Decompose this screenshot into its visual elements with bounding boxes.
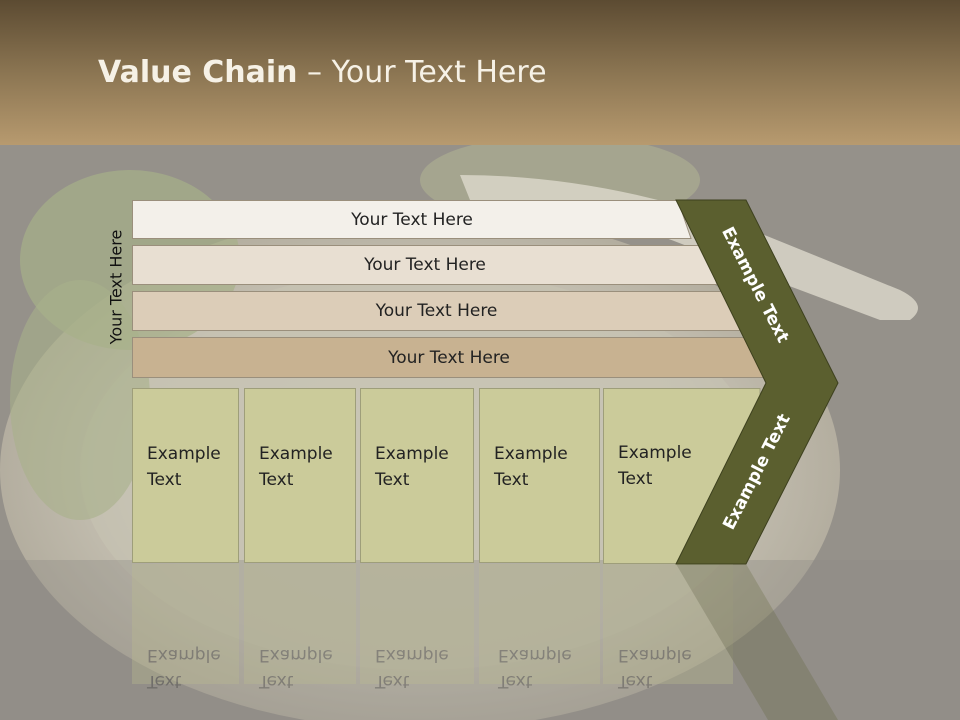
cell-line2: Text (259, 470, 294, 490)
support-bar-3: Your Text Here (132, 291, 741, 331)
cell-line2: Text (375, 470, 410, 490)
cell-line2: Text (259, 671, 294, 691)
bar-shape (132, 245, 718, 285)
cell-line1: Example (147, 645, 221, 665)
bar-label: Your Text Here (388, 347, 510, 368)
cell-line2: Text (618, 469, 653, 489)
activity-cell-5: Example Text (618, 440, 692, 492)
reflect-text: Text Example (498, 642, 572, 694)
cell-line2: Text (147, 470, 182, 490)
reflect-text: Text Example (375, 642, 449, 694)
cell-line1: Example (375, 444, 449, 464)
reflect-cell (479, 564, 600, 684)
reflect-text: Text Example (147, 642, 221, 694)
reflect-cell (360, 564, 474, 684)
reflect-cell (603, 564, 733, 684)
reflect-cell (132, 564, 239, 684)
cell-line2: Text (375, 671, 410, 691)
bar-shape (132, 200, 692, 239)
activity-cell-2: Example Text (244, 388, 356, 563)
reflect-chevron (676, 564, 838, 720)
activity-cell-3: Example Text (360, 388, 474, 563)
cell-line2: Text (147, 671, 182, 691)
title-rest: – Your Text Here (297, 55, 547, 90)
cell-line1: Example (498, 645, 572, 665)
cell-line1: Example (147, 444, 221, 464)
bar-label: Your Text Here (375, 301, 498, 321)
bar-label: Your Text Here (364, 255, 486, 275)
cell-line1: Example (494, 444, 568, 464)
bar-label: Your Text Here (351, 209, 473, 230)
reflection: Text Example Text Example Text Example Text… (130, 564, 850, 720)
support-bar-4: Your Text Here (132, 337, 766, 378)
cell-line2: Text (498, 671, 533, 691)
side-label: Your Text Here (106, 229, 126, 345)
margin-chevron (675, 199, 839, 565)
activity-cell-1: Example Text (132, 388, 239, 563)
page-title: Value Chain – Your Text Here (98, 55, 547, 90)
reflect-text: Text Example (259, 642, 333, 694)
support-bar-1: Your Text Here (132, 200, 692, 239)
cell-line1: Example (618, 443, 692, 463)
cell-line1: Example (375, 645, 449, 665)
cell-line1: Example (259, 645, 333, 665)
support-bar-2: Your Text Here (132, 245, 718, 285)
cell-line1: Example (259, 444, 333, 464)
cell-line2: Text (494, 470, 529, 490)
reflect-cell (244, 564, 356, 684)
header-band (0, 0, 960, 145)
title-bold: Value Chain (98, 55, 298, 90)
activity-cell-4: Example Text (479, 388, 600, 563)
